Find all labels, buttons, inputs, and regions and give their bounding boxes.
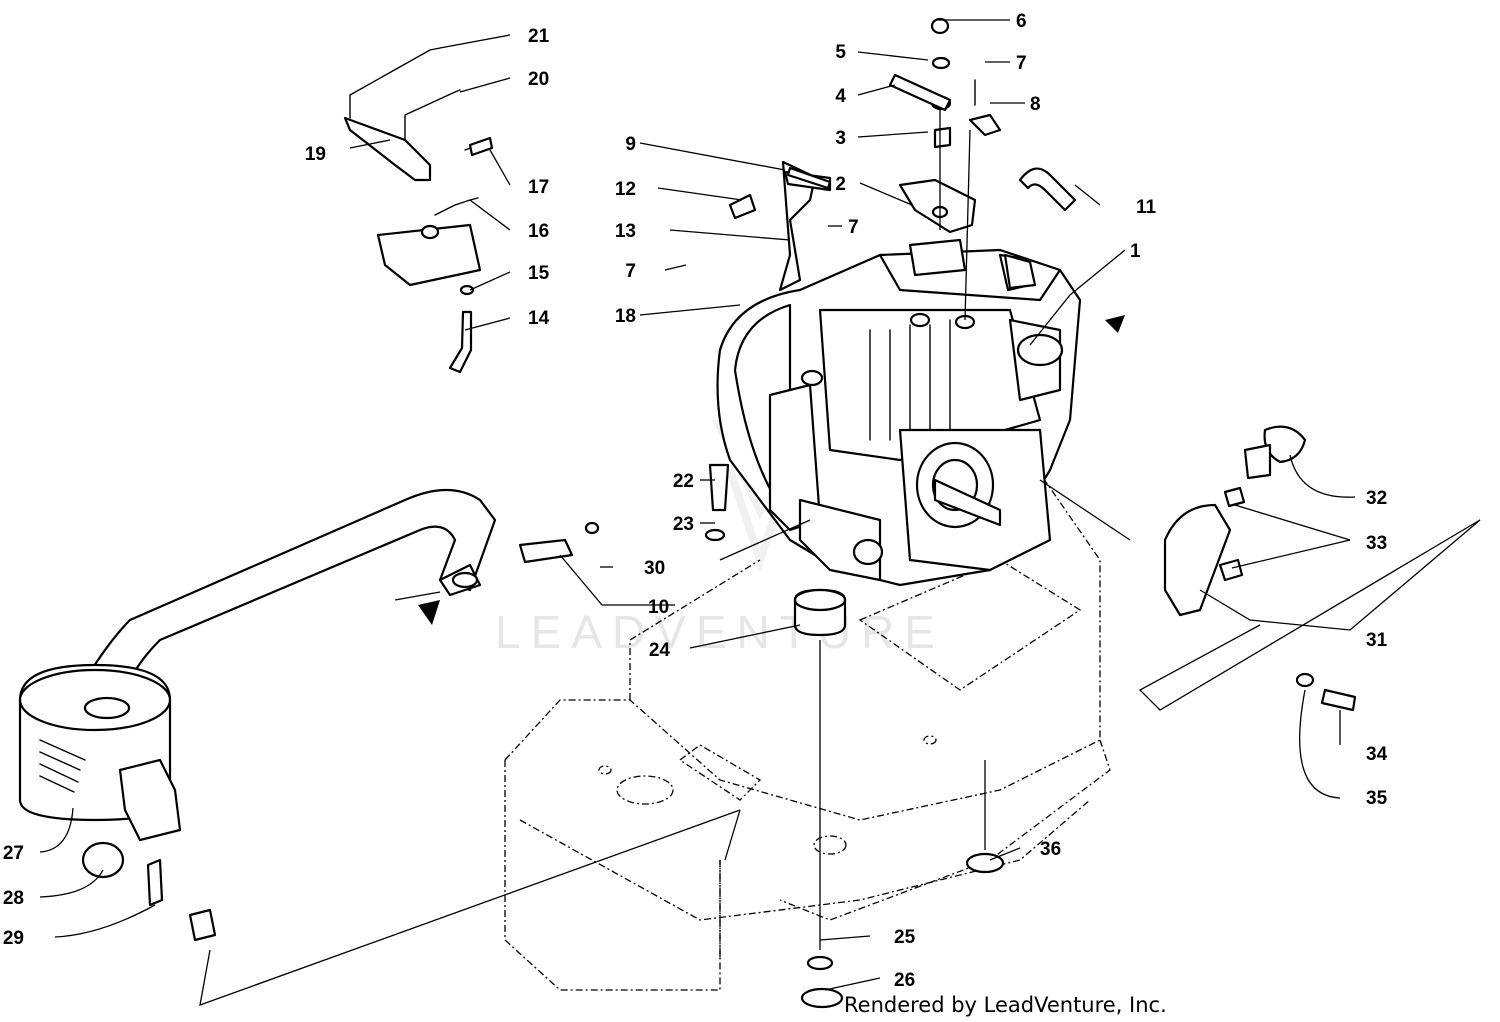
callout-label-17: 17 [528, 177, 549, 198]
callout-label-3: 3 [835, 128, 846, 149]
callout-label-2: 2 [835, 174, 846, 195]
callout-label-25: 25 [894, 927, 916, 948]
callout-label-4: 4 [835, 86, 846, 107]
callout-label-10: 10 [648, 597, 669, 618]
callout-label-33: 33 [1366, 533, 1387, 554]
callout-label-31: 31 [1366, 630, 1388, 651]
engine [716, 238, 1082, 587]
engine-mounts [81, 463, 1005, 1009]
callout-label-6: 6 [1016, 11, 1027, 32]
callout-label-7-c: 7 [625, 261, 636, 282]
throttle-linkage [343, 47, 494, 374]
callout-label-27: 27 [3, 843, 24, 864]
callout-labels: 1 2 3 4 5 6 7 7 7 8 9 10 11 12 13 14 15 … [3, 11, 1388, 991]
callout-label-7-a: 7 [1016, 53, 1027, 74]
muffler [18, 488, 497, 842]
chassis-frame [504, 429, 1111, 991]
callout-label-26: 26 [894, 970, 915, 991]
callout-label-18: 18 [615, 306, 636, 327]
callout-label-1: 1 [1130, 241, 1141, 262]
hardware-right [1163, 425, 1357, 712]
callout-label-35: 35 [1366, 788, 1388, 809]
callout-label-20: 20 [528, 69, 549, 90]
callout-label-8: 8 [1030, 94, 1041, 115]
callout-label-15: 15 [528, 263, 550, 284]
callout-label-11: 11 [1136, 197, 1157, 218]
watermark-text: LEADVENTURE [495, 606, 945, 658]
leader-lines [39, 19, 1481, 1006]
callout-label-36: 36 [1040, 839, 1061, 860]
callout-label-28: 28 [3, 888, 24, 909]
callout-label-30: 30 [644, 558, 665, 579]
callout-label-16: 16 [528, 221, 549, 242]
callout-label-32: 32 [1366, 488, 1387, 509]
callout-label-21: 21 [528, 26, 550, 47]
callout-label-24: 24 [649, 640, 671, 661]
callout-label-7-b: 7 [848, 217, 859, 238]
callout-label-12: 12 [615, 179, 636, 200]
callout-label-34: 34 [1366, 744, 1388, 765]
callout-label-13: 13 [615, 221, 636, 242]
callout-label-29: 29 [3, 928, 24, 949]
hardware-top [728, 17, 1077, 292]
callout-label-22: 22 [673, 471, 694, 492]
callout-label-19: 19 [305, 144, 326, 165]
credit-text: Rendered by LeadVenture, Inc. [844, 993, 1167, 1017]
callout-label-5: 5 [835, 42, 846, 63]
callout-label-14: 14 [528, 308, 550, 329]
callout-label-23: 23 [673, 514, 694, 535]
callout-label-9: 9 [625, 134, 636, 155]
